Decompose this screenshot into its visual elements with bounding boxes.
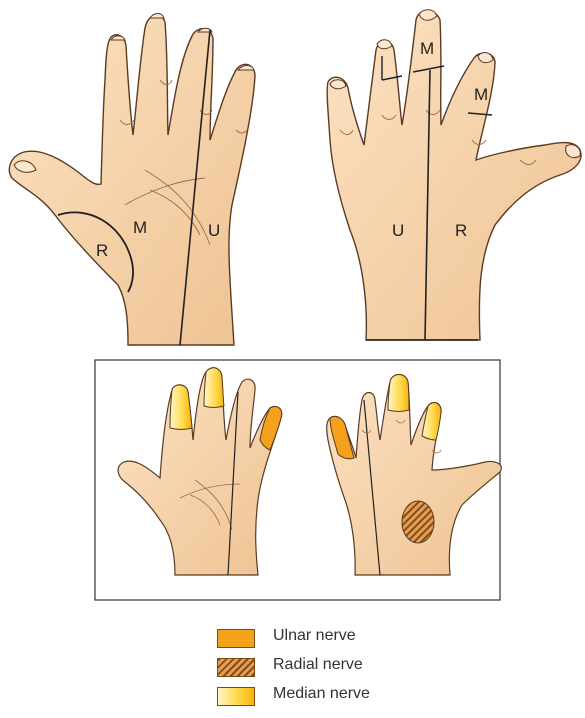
dorsum-label-r: R bbox=[455, 221, 467, 240]
dorsum-hand: M M U R bbox=[327, 10, 581, 340]
dorsum-ring-nail bbox=[377, 40, 392, 49]
dorsum-label-m-middle: M bbox=[420, 39, 434, 58]
palm-label-r: R bbox=[96, 241, 108, 260]
inset-palm-middle-median bbox=[204, 368, 224, 408]
inset-dorsum-radial-patch bbox=[402, 501, 434, 543]
median-swatch bbox=[217, 687, 255, 706]
palm-label-u: U bbox=[208, 221, 220, 240]
legend-item-median: Median nerve bbox=[217, 684, 437, 713]
legend-label-radial: Radial nerve bbox=[273, 656, 363, 674]
palm-middle-nail bbox=[150, 14, 164, 19]
legend-item-ulnar: Ulnar nerve bbox=[217, 626, 437, 655]
radial-swatch bbox=[217, 658, 255, 677]
palm-hand: R M U bbox=[9, 14, 255, 346]
dorsum-label-u: U bbox=[392, 221, 404, 240]
legend-label-median: Median nerve bbox=[273, 685, 370, 703]
palm-label-m: M bbox=[133, 218, 147, 237]
nerve-legend: Ulnar nerve Radial nerve Median nerve bbox=[217, 626, 437, 713]
dorsum-little-nail bbox=[330, 80, 346, 89]
ulnar-swatch bbox=[217, 629, 255, 648]
legend-item-radial: Radial nerve bbox=[217, 655, 437, 684]
dorsum-label-m-index: M bbox=[474, 85, 488, 104]
inset-dorsum-middle-median bbox=[388, 375, 409, 412]
palm-hand-outline bbox=[9, 15, 255, 345]
legend-label-ulnar: Ulnar nerve bbox=[273, 627, 356, 645]
dorsum-hand-outline bbox=[327, 11, 581, 340]
